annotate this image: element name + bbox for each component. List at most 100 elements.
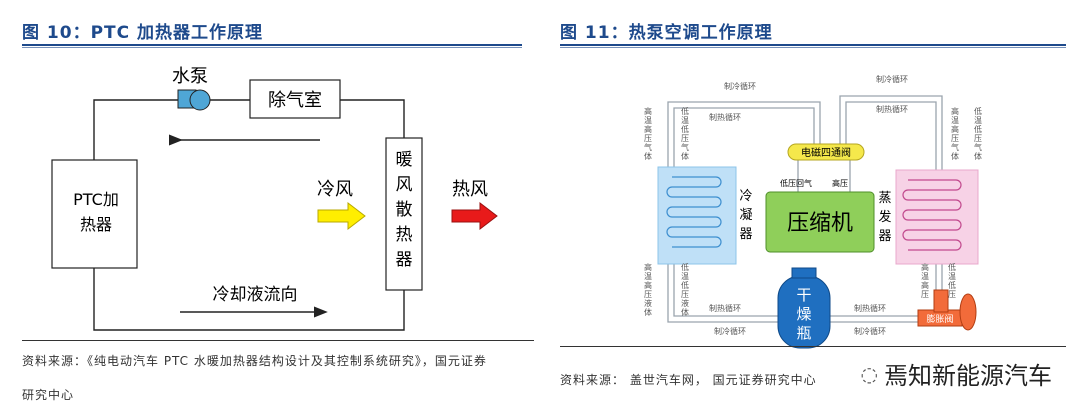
four-way-valve-label: 电磁四通阀 bbox=[801, 146, 851, 159]
source-rule bbox=[560, 346, 1066, 347]
source-rule bbox=[22, 340, 534, 341]
watermark: ◌ 焉知新能源汽车 bbox=[861, 356, 1052, 391]
wechat-icon: ◌ bbox=[860, 361, 878, 386]
svg-text:制冷循环: 制冷循环 bbox=[724, 81, 756, 91]
svg-text:温: 温 bbox=[681, 272, 689, 281]
svg-text:温: 温 bbox=[644, 272, 652, 281]
cycle-labels: 制冷循环 制热循环 制冷循环 制热循环 制热循环 制冷循环 制热循环 制冷循环 bbox=[709, 74, 908, 336]
title-rule-thin bbox=[22, 47, 522, 48]
figure-11-panel: 图 11：热泵空调工作原理 冷 凝 器 bbox=[540, 0, 1080, 419]
svg-text:蒸: 蒸 bbox=[878, 191, 891, 206]
degas-label: 除气室 bbox=[268, 90, 322, 111]
svg-text:低: 低 bbox=[681, 262, 689, 272]
svg-text:压: 压 bbox=[948, 290, 956, 299]
title-rule bbox=[560, 44, 1066, 46]
svg-text:冷: 冷 bbox=[739, 189, 752, 204]
figure-10-title: 图 10：PTC 加热器工作原理 bbox=[22, 23, 264, 43]
svg-text:高: 高 bbox=[951, 124, 959, 134]
radiator-label: 暖 风 散 热 器 bbox=[396, 150, 413, 270]
cold-air-arrow bbox=[317, 201, 366, 231]
svg-text:高: 高 bbox=[644, 280, 652, 290]
condenser-label: 冷 凝 器 bbox=[739, 189, 752, 242]
svg-text:液: 液 bbox=[681, 298, 689, 308]
svg-text:制冷循环: 制冷循环 bbox=[714, 326, 746, 336]
svg-text:压: 压 bbox=[644, 134, 652, 143]
svg-text:体: 体 bbox=[974, 151, 982, 161]
svg-text:压: 压 bbox=[681, 290, 689, 299]
low-pressure-return-label: 低压回气 bbox=[780, 178, 812, 188]
radiator-box bbox=[385, 137, 423, 291]
svg-text:高: 高 bbox=[644, 106, 652, 116]
pump-icon bbox=[177, 89, 211, 111]
expansion-valve-label: 膨胀阀 bbox=[926, 313, 953, 325]
svg-text:温: 温 bbox=[951, 116, 959, 125]
high-pressure-label: 高压 bbox=[832, 178, 848, 188]
svg-text:体: 体 bbox=[681, 307, 689, 317]
svg-text:低: 低 bbox=[948, 262, 956, 272]
svg-text:低: 低 bbox=[681, 124, 689, 134]
dryer-label: 干 燥 瓶 bbox=[796, 286, 811, 342]
figure-10-source-cont: 研究中心 bbox=[22, 388, 75, 402]
watermark-text: 焉知新能源汽车 bbox=[884, 362, 1052, 390]
svg-text:温: 温 bbox=[681, 116, 689, 125]
svg-text:低: 低 bbox=[974, 106, 982, 116]
svg-text:高: 高 bbox=[921, 262, 929, 272]
compressor-label: 压缩机 bbox=[787, 211, 853, 236]
radiator-char: 热 bbox=[396, 225, 413, 245]
figure-10-panel: 图 10：PTC 加热器工作原理 水泵 除气室 PTC加 bbox=[22, 23, 534, 402]
title-rule bbox=[22, 44, 522, 46]
evaporator-box bbox=[895, 169, 979, 265]
figure-10-source: 资料来源：《纯电动汽车 PTC 水暖加热器结构设计及其控制系统研究》，国元证券 bbox=[22, 354, 487, 368]
ptc-label-1: PTC加 bbox=[73, 190, 119, 209]
svg-text:高: 高 bbox=[644, 262, 652, 272]
refrigerant-pipes bbox=[667, 95, 943, 323]
hot-air-arrow bbox=[451, 201, 498, 231]
svg-text:体: 体 bbox=[644, 151, 652, 161]
evaporator-coil bbox=[902, 179, 962, 251]
svg-text:低: 低 bbox=[948, 280, 956, 290]
compressor-box bbox=[765, 191, 875, 253]
title-rule-thin bbox=[560, 47, 1066, 48]
svg-text:气: 气 bbox=[974, 142, 982, 152]
svg-text:燥: 燥 bbox=[796, 305, 811, 323]
svg-text:体: 体 bbox=[951, 151, 959, 161]
svg-text:制热循环: 制热循环 bbox=[854, 303, 886, 313]
condenser-coil bbox=[666, 176, 722, 248]
svg-text:低: 低 bbox=[681, 280, 689, 290]
svg-text:制热循环: 制热循环 bbox=[709, 303, 741, 313]
condenser-box bbox=[657, 166, 737, 265]
svg-text:发: 发 bbox=[878, 209, 891, 225]
radiator-char: 器 bbox=[396, 250, 413, 270]
svg-text:压: 压 bbox=[644, 290, 652, 299]
svg-text:低: 低 bbox=[974, 124, 982, 134]
coolant-loop bbox=[93, 99, 405, 331]
hot-air-label: 热风 bbox=[452, 179, 488, 200]
svg-text:压: 压 bbox=[681, 134, 689, 143]
svg-text:制热循环: 制热循环 bbox=[876, 104, 908, 114]
radiator-char: 散 bbox=[396, 200, 413, 220]
svg-text:压: 压 bbox=[921, 290, 929, 299]
svg-text:气: 气 bbox=[681, 142, 689, 152]
svg-text:液: 液 bbox=[644, 298, 652, 308]
svg-text:温: 温 bbox=[921, 272, 929, 281]
heat-pump-diagram: 冷 凝 器 蒸 发 器 电磁四通阀 压缩机 低压回气 高压 干 燥 瓶 bbox=[644, 74, 982, 349]
cold-air-label: 冷风 bbox=[317, 179, 353, 200]
svg-text:体: 体 bbox=[644, 307, 652, 317]
figure-11-title: 图 11：热泵空调工作原理 bbox=[560, 23, 773, 43]
svg-text:温: 温 bbox=[948, 272, 956, 281]
svg-text:气: 气 bbox=[951, 142, 959, 152]
svg-text:高: 高 bbox=[951, 106, 959, 116]
svg-text:干: 干 bbox=[796, 286, 811, 304]
radiator-char: 暖 bbox=[396, 150, 413, 170]
radiator-char: 风 bbox=[396, 175, 413, 195]
svg-text:低: 低 bbox=[681, 106, 689, 116]
svg-text:高: 高 bbox=[921, 280, 929, 290]
degas-box bbox=[249, 79, 341, 119]
svg-text:凝: 凝 bbox=[739, 207, 752, 223]
pump-label: 水泵 bbox=[172, 66, 208, 87]
svg-text:高: 高 bbox=[644, 124, 652, 134]
ptc-diagram: 水泵 除气室 PTC加 热器 暖 风 散 热 器 冷却液流向 冷风 热风 bbox=[51, 66, 498, 331]
svg-text:器: 器 bbox=[739, 227, 752, 242]
svg-text:压: 压 bbox=[974, 134, 982, 143]
